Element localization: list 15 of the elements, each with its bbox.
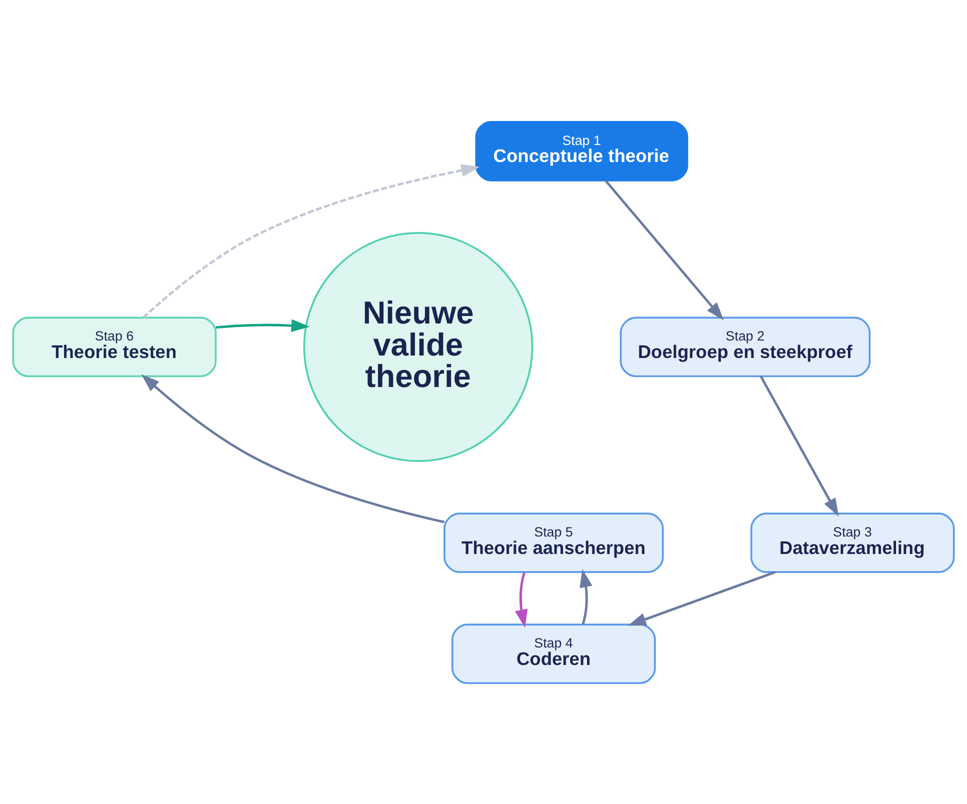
node-box: Stap 6 Theorie testen — [12, 316, 217, 377]
node-box: Stap 3 Dataverzameling — [750, 512, 955, 572]
arrow — [628, 570, 776, 626]
arrow — [515, 572, 528, 628]
node-circle: Nieuwe valide theorie — [303, 232, 534, 462]
arrow — [216, 318, 310, 332]
node-box: Stap 2 Doelgroep en steekproef — [620, 316, 871, 377]
arrow — [760, 375, 839, 516]
node-box: Stap 1 Conceptuele theorie — [475, 120, 688, 181]
node-box: Stap 5 Theorie aanscherpen — [444, 512, 664, 572]
node-box: Stap 4 Coderen — [451, 623, 656, 684]
arrow — [580, 568, 592, 624]
arrow — [604, 179, 724, 320]
arrow — [142, 164, 480, 318]
arrow — [141, 374, 445, 523]
